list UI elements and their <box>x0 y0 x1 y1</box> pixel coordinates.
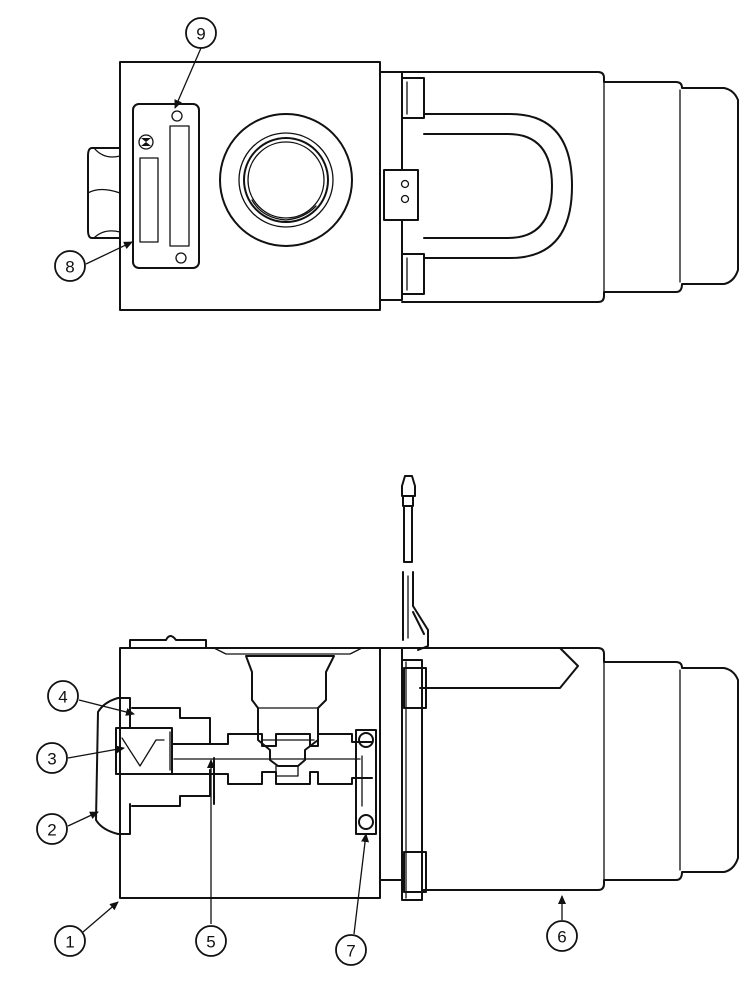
top-view-nut <box>87 147 121 239</box>
callout-5: 5 <box>195 925 227 957</box>
name-plate <box>132 103 200 269</box>
svg-text:7: 7 <box>346 942 355 961</box>
plate-logo-icon <box>138 134 154 150</box>
callout-6: 6 <box>546 920 578 952</box>
terminal-post <box>401 475 429 651</box>
plate-screw-bottom <box>175 252 187 264</box>
callout-4: 4 <box>47 680 79 712</box>
plate-screw-top <box>171 110 183 122</box>
side-view-flange <box>379 647 403 881</box>
callout-7: 7 <box>335 934 367 966</box>
svg-text:3: 3 <box>47 750 56 769</box>
leader-lines <box>67 47 566 935</box>
callout-9: 9 <box>185 17 217 49</box>
svg-text:1: 1 <box>65 933 74 952</box>
top-view-body <box>119 61 381 311</box>
cable-guard <box>383 113 573 259</box>
top-view-coil <box>401 71 739 303</box>
svg-text:9: 9 <box>196 25 205 44</box>
callout-3: 3 <box>36 742 68 774</box>
spring-housing <box>245 655 335 777</box>
svg-text:2: 2 <box>47 821 56 840</box>
callout-8: 8 <box>54 250 86 282</box>
svg-text:6: 6 <box>557 928 566 947</box>
end-cap <box>95 697 211 835</box>
callout-2: 2 <box>36 813 68 845</box>
spool <box>171 733 373 805</box>
side-view-coil <box>401 647 739 891</box>
center-port <box>219 113 353 247</box>
svg-text:8: 8 <box>65 258 74 277</box>
side-view <box>95 475 739 901</box>
retainer-seal <box>355 729 377 835</box>
top-plug <box>129 635 207 649</box>
top-view <box>87 61 739 311</box>
svg-text:4: 4 <box>58 688 67 707</box>
callout-1: 1 <box>54 925 86 957</box>
side-view-body <box>119 647 381 899</box>
svg-text:5: 5 <box>206 933 215 952</box>
